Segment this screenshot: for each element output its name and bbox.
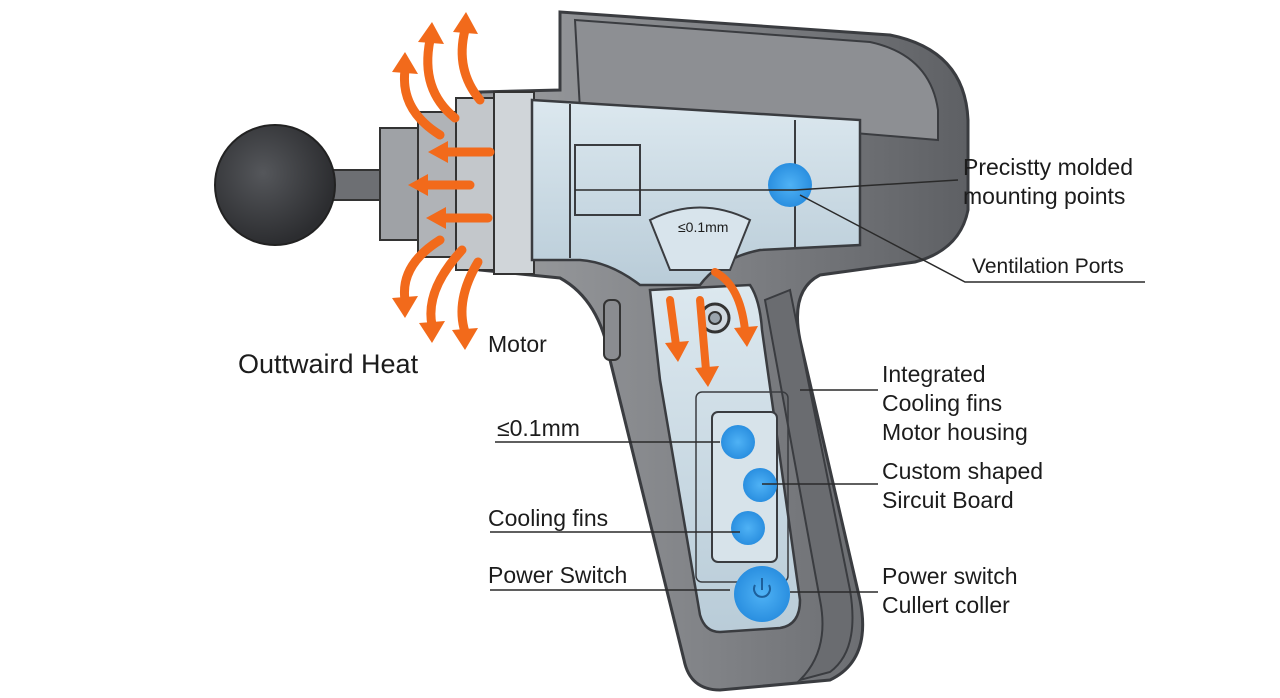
motor-chamber	[530, 98, 862, 287]
heat-arrowhead-up-3	[392, 52, 418, 74]
label-integrated-line-2: Cooling fins	[882, 390, 1003, 416]
heat-arrow-up-3	[399, 65, 445, 140]
label-mounting-points: Precistty molded mounting points	[963, 153, 1133, 211]
board-dot-2	[743, 468, 777, 502]
heat-arrowhead-left-3	[426, 207, 446, 229]
label-cooling-fins: Cooling fins	[488, 504, 608, 533]
heat-arrowhead-up-2	[453, 12, 478, 34]
label-circuit-board: Custom shaped Sircuit Board	[882, 457, 1043, 515]
label-power-switch-right: Power switch Cullert coller	[882, 562, 1017, 620]
label-ventilation-ports: Ventilation Ports	[972, 252, 1124, 281]
label-ventilation-ports-text: Ventilation Ports	[972, 255, 1124, 278]
leader-ventilation-ports	[799, 194, 1145, 283]
label-tolerance-center: ≤0.1mm	[678, 218, 728, 236]
label-mounting-points-line-1: Precistty molded	[963, 154, 1134, 180]
airflow-arrowhead-3	[734, 326, 758, 347]
airflow-arrowhead-1	[665, 341, 689, 362]
heat-arrow-up-1	[423, 35, 460, 123]
label-tolerance-left: ≤0.1mm	[497, 414, 580, 443]
heat-arrowhead-down-3	[452, 328, 478, 350]
heat-arrowhead-up-1	[418, 22, 444, 44]
airflow-arrow-1	[666, 296, 680, 349]
label-integrated-line-1: Integrated	[882, 361, 986, 387]
chamber-block	[574, 144, 641, 216]
handle-back	[763, 288, 854, 682]
power-switch-dot	[734, 566, 790, 622]
motor-interior	[530, 98, 862, 287]
heat-arrowhead-left-2	[408, 174, 428, 196]
label-power-switch-left: Power Switch	[488, 561, 627, 590]
label-cooling-fins-text: Cooling fins	[488, 505, 609, 531]
label-tolerance-left-text: ≤0.1mm	[497, 415, 580, 441]
label-motor-text: Motor	[488, 331, 547, 357]
pivot-core	[708, 311, 722, 325]
gear-plate	[648, 206, 752, 271]
label-motor: Motor	[488, 330, 547, 359]
handle-interior	[648, 283, 802, 634]
heat-arrowhead-left-1	[428, 141, 448, 163]
heat-arrowhead-down-2	[419, 321, 445, 343]
airflow-arrow-3	[711, 268, 749, 334]
board-dot-1	[721, 425, 755, 459]
leader-mounting-points	[575, 179, 959, 191]
label-circuit-board-line-1: Custom shaped	[882, 458, 1044, 484]
label-tolerance-center-text: ≤0.1mm	[678, 219, 729, 235]
label-mounting-points-line-2: mounting points	[963, 183, 1126, 209]
mounting-point-dot	[768, 163, 812, 207]
heat-arrow-down-3	[457, 257, 483, 337]
power-icon	[753, 584, 771, 598]
ball-head	[214, 124, 336, 246]
board-dot-3	[731, 511, 765, 545]
label-outward-heat-text: Outtwaird Heat	[238, 349, 419, 379]
airflow-arrows-inner	[666, 268, 749, 374]
label-power-switch-left-text: Power Switch	[488, 562, 628, 588]
leader-lines	[490, 179, 1145, 593]
massage-head	[214, 124, 391, 246]
label-outward-heat: Outtwaird Heat	[238, 348, 418, 380]
label-integrated-line-3: Motor housing	[882, 419, 1028, 445]
label-circuit-board-line-2: Sircuit Board	[882, 487, 1014, 513]
collar-ring-4	[493, 91, 535, 275]
side-button	[603, 299, 621, 361]
label-power-switch-right-line-2: Cullert coller	[882, 592, 1010, 618]
heat-arrows-outward	[399, 25, 495, 337]
airflow-arrowhead-2	[695, 366, 719, 387]
label-integrated: Integrated Cooling fins Motor housing	[882, 360, 1028, 447]
heat-arrow-down-2	[426, 245, 467, 330]
heat-arrowhead-down-1	[392, 296, 418, 318]
heat-arrowheads-outward	[392, 12, 478, 350]
label-power-switch-right-line-1: Power switch	[882, 563, 1018, 589]
heat-arrow-down-1	[399, 235, 445, 305]
airflow-arrow-2	[696, 296, 710, 374]
heat-arrow-up-2	[457, 25, 485, 105]
airflow-arrowheads-inner	[665, 326, 758, 387]
